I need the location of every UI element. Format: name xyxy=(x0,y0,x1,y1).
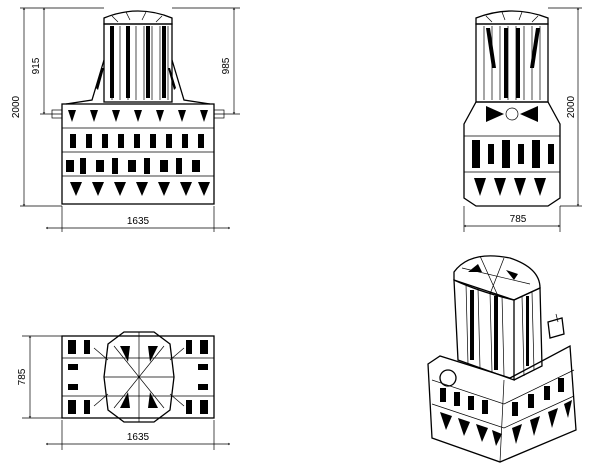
iso-view xyxy=(427,255,577,463)
top-width-label: 785 xyxy=(17,368,28,385)
side-width-label: 785 xyxy=(510,214,527,225)
front-total-height-label: 2000 xyxy=(11,95,22,118)
front-inlet-height-label: 915 xyxy=(31,57,42,74)
front-lid xyxy=(103,10,173,25)
iso-body xyxy=(427,344,577,463)
top-lid xyxy=(103,331,175,423)
front-width-label: 1635 xyxy=(127,216,150,227)
side-view: 785 2000 xyxy=(463,8,582,232)
iso-outlet xyxy=(547,317,565,339)
front-body xyxy=(51,103,225,205)
side-body xyxy=(463,101,561,207)
side-inlet-circle xyxy=(505,107,519,121)
top-length-label: 1635 xyxy=(127,432,150,443)
front-view: 1635 2000 915 985 xyxy=(11,8,240,232)
side-total-height-label: 2000 xyxy=(566,95,577,118)
top-outline xyxy=(61,335,215,419)
side-neck xyxy=(475,23,549,103)
side-dimensions xyxy=(464,8,582,232)
iso-neck xyxy=(453,279,543,381)
front-outlet-height-label: 985 xyxy=(221,57,232,74)
front-shoulders xyxy=(65,59,211,105)
side-lid xyxy=(475,10,549,25)
top-dimensions xyxy=(22,336,230,450)
iso-inlet xyxy=(439,369,457,387)
top-view: 1635 785 xyxy=(17,331,230,450)
front-dimensions xyxy=(20,8,240,232)
front-neck xyxy=(103,23,173,103)
